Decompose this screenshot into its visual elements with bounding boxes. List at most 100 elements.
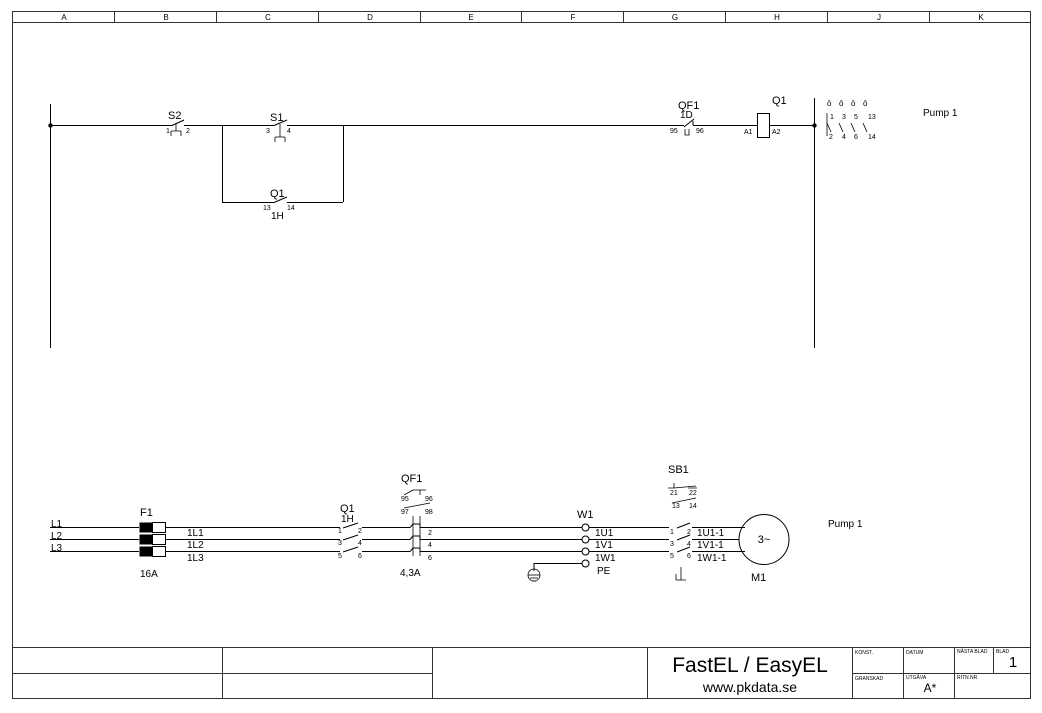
q1-hold-pin2: 14 bbox=[287, 205, 295, 212]
q1-ref-top-1: 1 bbox=[830, 114, 834, 121]
qf1-aux-ref: 1D bbox=[680, 110, 693, 121]
motor-wire-1w1-label: 1W1-1 bbox=[697, 553, 727, 564]
company-website: www.pkdata.se bbox=[702, 679, 797, 695]
q1-holding-contact: Q1 13 14 1H bbox=[263, 188, 295, 222]
granskad-label: GRANSKAD bbox=[855, 676, 883, 682]
grid-col-b: B bbox=[163, 13, 168, 22]
wire-1l2-label: 1L2 bbox=[187, 540, 204, 551]
qf1-bot-2: 4 bbox=[428, 542, 432, 549]
s2-pin1: 1 bbox=[166, 128, 170, 135]
w1-1u1-label: 1U1 bbox=[595, 528, 614, 539]
s1-pin2: 4 bbox=[287, 128, 291, 135]
motor-wire-1u1-label: 1U1-1 bbox=[697, 528, 725, 539]
sb1-top-1: 1 bbox=[670, 529, 674, 536]
q1-main-bot-3: 6 bbox=[358, 553, 362, 560]
q1-contact-reference: ō ō ō ō 1 3 5 13 2 4 6 14 bbox=[826, 99, 876, 141]
qf1-rating: 4,3A bbox=[400, 568, 421, 579]
w1-1v1-label: 1V1 bbox=[595, 540, 613, 551]
qf1-bot-3: 6 bbox=[428, 555, 432, 562]
m1-symbol: 3~ bbox=[758, 534, 771, 546]
blad-label: BLAD bbox=[996, 649, 1009, 655]
s2-label: S2 bbox=[168, 110, 181, 122]
wire-1l3-label: 1L3 bbox=[187, 553, 204, 564]
ground-icon bbox=[527, 568, 541, 582]
konst-label: KONST. bbox=[855, 650, 873, 656]
qf1-motor-breaker: QF1 95 96 97 98 2 4 6 4,3A bbox=[400, 473, 433, 579]
q1-ref-bot-2: 4 bbox=[842, 134, 846, 141]
s2-stop-button: S2 1 2 bbox=[166, 110, 190, 136]
m1-motor: 3~ M1 bbox=[738, 514, 790, 584]
grid-col-g: G bbox=[672, 13, 678, 22]
blad-value: 1 bbox=[1009, 654, 1017, 671]
ritn-nr-label: RITN.NR bbox=[957, 675, 978, 681]
sb1-label: SB1 bbox=[668, 464, 689, 476]
sb1-aux-14: 14 bbox=[689, 503, 697, 510]
qf1-aux1-pin2: 96 bbox=[425, 496, 433, 503]
control-pump-label: Pump 1 bbox=[923, 108, 958, 119]
q1-main-contacts: Q1 1H 1 2 3 4 5 6 bbox=[338, 503, 362, 560]
q1-coil-label: Q1 bbox=[772, 95, 787, 107]
q1-main-top-1: 1 bbox=[338, 528, 342, 535]
q1-ref-symbol-1: ō bbox=[827, 99, 832, 108]
sb1-bot-1: 2 bbox=[687, 529, 691, 536]
qf1-label: QF1 bbox=[401, 473, 422, 485]
q1-main-ref: 1H bbox=[341, 514, 354, 525]
grid-col-e: E bbox=[468, 13, 473, 22]
q1-ref-symbol-4: ō bbox=[863, 99, 868, 108]
w1-terminal-block: W1 1U1 1V1 1W1 PE bbox=[533, 509, 616, 577]
qf1-aux2-pin2: 98 bbox=[425, 509, 433, 516]
q1-coil-pin2: A2 bbox=[772, 129, 781, 136]
q1-coil: Q1 A1 A2 bbox=[744, 95, 787, 138]
w1-pe-label: PE bbox=[597, 566, 611, 577]
w1-label: W1 bbox=[577, 509, 594, 521]
f1-fuse: F1 16A bbox=[139, 507, 166, 580]
s1-pin1: 3 bbox=[266, 128, 270, 135]
sb1-top-3: 5 bbox=[670, 553, 674, 560]
m1-label: M1 bbox=[751, 572, 766, 584]
q1-ref-bot-4: 14 bbox=[868, 134, 876, 141]
power-pump-label: Pump 1 bbox=[828, 519, 863, 530]
grid-col-d: D bbox=[367, 13, 373, 22]
utgava-value: A* bbox=[924, 681, 937, 695]
sb1-safety-switch: SB1 21 22 13 14 1 2 3 4 5 6 bbox=[668, 464, 697, 581]
qf1-aux-pin2: 96 bbox=[696, 128, 704, 135]
w1-1w1-label: 1W1 bbox=[595, 553, 616, 564]
sb1-bot-3: 6 bbox=[687, 553, 691, 560]
q1-hold-ref: 1H bbox=[271, 211, 284, 222]
qf1-bot-1: 2 bbox=[428, 530, 432, 537]
q1-ref-symbol-2: ō bbox=[839, 99, 844, 108]
q1-main-bot-2: 4 bbox=[358, 540, 362, 547]
q1-ref-symbol-3: ō bbox=[851, 99, 856, 108]
sheet-border bbox=[12, 11, 1031, 699]
q1-main-label: Q1 bbox=[340, 503, 355, 515]
sb1-bot-2: 4 bbox=[687, 541, 691, 548]
grid-col-j: J bbox=[877, 13, 881, 22]
q1-main-bot-1: 2 bbox=[358, 528, 362, 535]
power-circuit: L1 L2 L3 F1 16A bbox=[50, 464, 863, 584]
sb1-aux-13: 13 bbox=[672, 503, 680, 510]
q1-ref-top-4: 13 bbox=[868, 114, 876, 121]
utgava-label: UTGÅVA bbox=[906, 674, 927, 681]
sb1-top-2: 3 bbox=[670, 541, 674, 548]
grid-col-f: F bbox=[571, 13, 576, 22]
q1-hold-pin1: 13 bbox=[263, 205, 271, 212]
motor-wire-1v1-label: 1V1-1 bbox=[697, 540, 724, 551]
q1-ref-top-2: 3 bbox=[842, 114, 846, 121]
company-name: FastEL / EasyEL bbox=[672, 654, 828, 677]
f1-label: F1 bbox=[140, 507, 153, 519]
wire-1l1-label: 1L1 bbox=[187, 528, 204, 539]
grid-col-k: K bbox=[978, 13, 984, 22]
grid-header: A B C D E F G H J K bbox=[61, 12, 984, 22]
grid-col-a: A bbox=[61, 13, 67, 22]
q1-hold-label: Q1 bbox=[270, 188, 285, 200]
q1-coil-pin1: A1 bbox=[744, 129, 753, 136]
q1-ref-bot-1: 2 bbox=[829, 134, 833, 141]
grid-col-h: H bbox=[774, 13, 780, 22]
control-circuit: S2 1 2 S1 3 4 Q1 13 14 1H bbox=[48, 95, 958, 348]
qf1-aux1-pin1: 95 bbox=[401, 496, 409, 503]
q1-ref-bot-3: 6 bbox=[854, 134, 858, 141]
right-rail-junction bbox=[812, 123, 817, 128]
q1-main-top-2: 3 bbox=[338, 540, 342, 547]
phase-l2-label: L2 bbox=[51, 531, 63, 542]
